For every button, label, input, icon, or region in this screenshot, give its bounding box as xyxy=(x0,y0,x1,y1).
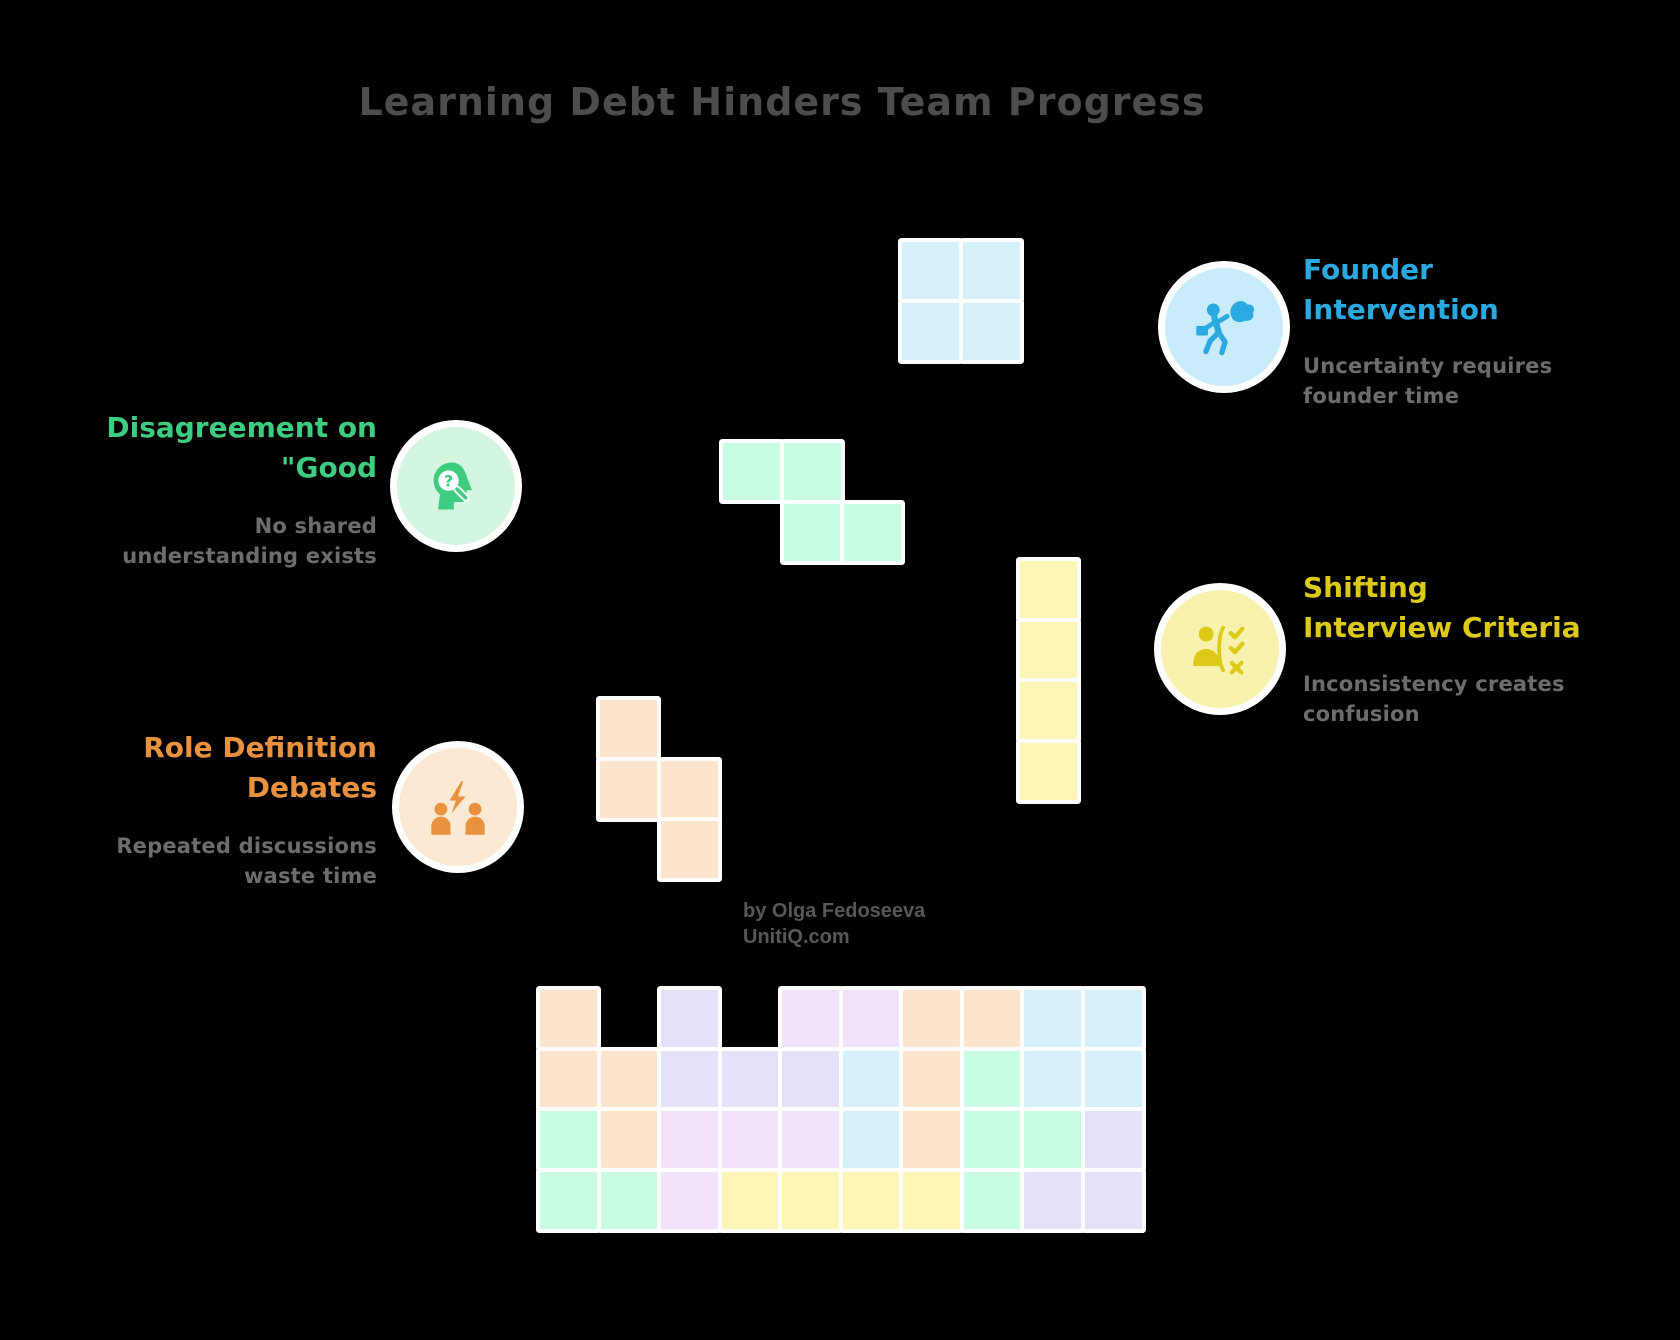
founder-icon-circle xyxy=(1165,268,1283,386)
tetris-board-cell xyxy=(1024,990,1081,1047)
tetris-board-cell xyxy=(1084,990,1142,1047)
s-piece-green-cell xyxy=(844,503,901,561)
tetris-board-cell xyxy=(903,1050,960,1108)
tetris-board-cell xyxy=(721,1111,779,1168)
o-piece-blue-cell xyxy=(902,302,959,360)
o-piece-blue-cell xyxy=(962,302,1020,360)
tetris-board-cell xyxy=(721,1171,779,1229)
rushing-founder-icon xyxy=(1196,301,1255,356)
i-piece-yellow-cell xyxy=(1020,561,1077,618)
tetris-board-cell xyxy=(842,990,900,1047)
byline-site: UnitiQ.com xyxy=(743,926,850,948)
section-title-founder: Founder Intervention xyxy=(1303,253,1499,326)
tetris-board-cell xyxy=(903,990,960,1047)
tetris-board-cell xyxy=(903,1111,960,1168)
section-title-criteria: Shifting Interview Criteria xyxy=(1303,571,1581,644)
tetris-board-cell xyxy=(540,1171,597,1229)
tetris-board-cell xyxy=(540,1111,597,1168)
tetris-board-cell xyxy=(600,1050,658,1108)
tetris-board-cell xyxy=(782,1171,839,1229)
byline-author: by Olga Fedoseeva xyxy=(743,900,926,922)
tetris-board-cell xyxy=(963,1171,1021,1229)
tetris-board-cell xyxy=(1084,1050,1142,1108)
section-subtitle-founder: Uncertainty requires founder time xyxy=(1303,354,1553,408)
s-piece-green-cell xyxy=(723,443,780,500)
tetris-board-cell xyxy=(540,1050,597,1108)
o-piece-blue-cell xyxy=(962,242,1020,299)
i-piece-yellow-cell xyxy=(1020,682,1077,739)
tetris-board-cell xyxy=(540,990,597,1047)
s-piece-orange-cell xyxy=(660,760,718,818)
byline: by Olga Fedoseeva UnitiQ.com xyxy=(743,898,925,950)
i-piece-yellow-cell xyxy=(1020,742,1077,800)
tetris-board-cell xyxy=(963,1111,1021,1168)
s-piece-green-cell xyxy=(783,443,841,500)
s-piece-orange-cell xyxy=(600,700,657,757)
tetris-board-cell xyxy=(782,990,839,1047)
section-title-role-debates: Role Definition Debates xyxy=(143,731,377,804)
tetris-board-cell xyxy=(963,990,1021,1047)
s-piece-orange-cell xyxy=(660,821,718,878)
tetris-board-cell xyxy=(600,1111,658,1168)
tetris-board-cell xyxy=(600,1171,658,1229)
section-subtitle-disagreement: No shared understanding exists xyxy=(122,514,377,568)
i-piece-yellow-cell xyxy=(1020,621,1077,679)
tetris-board-cell xyxy=(842,1050,900,1108)
tetris-board-cell xyxy=(1084,1111,1142,1168)
page-title: Learning Debt Hinders Team Progress xyxy=(358,80,1206,124)
tetris-board-cell xyxy=(1084,1171,1142,1229)
s-piece-green-cell xyxy=(783,503,841,561)
tetris-board-cell xyxy=(1024,1050,1081,1108)
tetris-board-cell xyxy=(782,1050,839,1108)
criteria-icon-circle xyxy=(1161,590,1279,708)
tetris-board-cell xyxy=(661,1171,718,1229)
section-subtitle-role-debates: Repeated discussions waste time xyxy=(116,834,377,888)
s-piece-orange-cell xyxy=(600,760,657,818)
tetris-board-cell xyxy=(903,1171,960,1229)
o-piece-blue-cell xyxy=(902,242,959,299)
checklist-person-icon xyxy=(1193,625,1245,675)
tetris-board-cell xyxy=(661,1050,718,1108)
role-debates-icon-circle xyxy=(399,748,517,866)
svg-text:?: ? xyxy=(444,472,453,491)
tetris-board-cell xyxy=(661,990,718,1047)
section-subtitle-criteria: Inconsistency creates confusion xyxy=(1303,672,1565,726)
section-title-disagreement: Disagreement on "Good xyxy=(106,411,377,484)
tetris-board-cell xyxy=(782,1111,839,1168)
two-people-conflict-icon xyxy=(431,781,485,835)
tetris-board-cell xyxy=(1024,1111,1081,1168)
tetris-board-cell xyxy=(842,1111,900,1168)
tetris-board-cell xyxy=(1024,1171,1081,1229)
tetris-board-cell xyxy=(661,1111,718,1168)
tetris-board-cell xyxy=(842,1171,900,1229)
head-question-magnifier-icon: ? xyxy=(433,462,472,510)
tetris-board-cell xyxy=(721,1050,779,1108)
tetris-board-cell xyxy=(963,1050,1021,1108)
disagreement-icon-circle: ? xyxy=(397,427,515,545)
